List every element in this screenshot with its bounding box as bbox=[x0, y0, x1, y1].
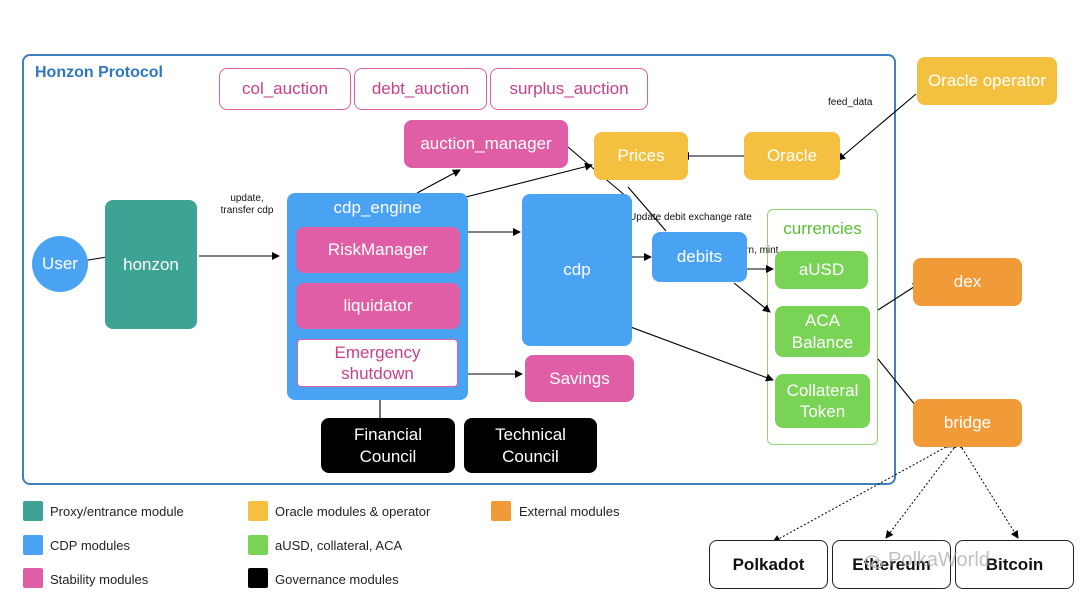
legend-swatch-cdp bbox=[23, 535, 43, 555]
node-emergency-shutdown[interactable]: Emergency shutdown bbox=[297, 339, 458, 387]
edge-operator-oracle bbox=[837, 93, 917, 161]
node-financial-council[interactable]: Financial Council bbox=[321, 418, 455, 473]
node-honzon[interactable]: honzon bbox=[105, 200, 197, 329]
node-technical-council[interactable]: Technical Council bbox=[464, 418, 597, 473]
edge-prices-debits bbox=[627, 186, 667, 232]
diagram-title: Honzon Protocol bbox=[35, 64, 163, 81]
node-cdp[interactable]: cdp bbox=[522, 194, 632, 346]
node-liquidator[interactable]: liquidator bbox=[296, 283, 460, 329]
node-aca-balance[interactable]: ACA Balance bbox=[775, 306, 870, 357]
edge-bridge-polkadot bbox=[772, 440, 955, 543]
edge-bridge-bitcoin bbox=[954, 439, 1019, 539]
node-debt-auction[interactable]: debt_auction bbox=[354, 68, 487, 110]
node-prices[interactable]: Prices bbox=[594, 132, 688, 180]
watermark-text: PolkaWorld bbox=[888, 549, 990, 571]
node-surplus-auction[interactable]: surplus_auction bbox=[490, 68, 648, 110]
legend-label-currencies: aUSD, collateral, ACA bbox=[275, 538, 403, 553]
node-auction-manager[interactable]: auction_manager bbox=[404, 120, 568, 168]
node-user[interactable]: User bbox=[32, 236, 88, 292]
node-bitcoin[interactable]: Bitcoin bbox=[955, 540, 1074, 589]
node-oracle[interactable]: Oracle bbox=[744, 132, 840, 180]
node-ausd[interactable]: aUSD bbox=[775, 251, 868, 289]
legend-label-proxy: Proxy/entrance module bbox=[50, 504, 184, 519]
edge-debits-aca bbox=[733, 282, 771, 313]
node-ethereum[interactable]: Ethereum bbox=[832, 540, 951, 589]
label-update-transfer: update, transfer cdp bbox=[220, 193, 274, 216]
legend-label-oracle: Oracle modules & operator bbox=[275, 504, 431, 519]
node-dex[interactable]: dex bbox=[913, 258, 1022, 306]
node-col-auction[interactable]: col_auction bbox=[219, 68, 351, 110]
legend-swatch-governance bbox=[248, 568, 268, 588]
legend-label-external: External modules bbox=[519, 504, 620, 519]
legend-label-governance: Governance modules bbox=[275, 572, 399, 587]
label-burn-mint: burn, mint bbox=[734, 245, 779, 256]
legend-swatch-external bbox=[491, 501, 511, 521]
node-polkadot[interactable]: Polkadot bbox=[709, 540, 828, 589]
legend-swatch-stability bbox=[23, 568, 43, 588]
legend-swatch-currencies bbox=[248, 535, 268, 555]
node-debits[interactable]: debits bbox=[652, 232, 747, 282]
currencies-label: currencies bbox=[783, 219, 862, 238]
chat-bubble-icon bbox=[864, 555, 883, 569]
honzon-protocol-frame bbox=[22, 54, 896, 485]
edge-engine-auction-manager bbox=[416, 169, 461, 194]
label-update-rate: Update debit exchange rate bbox=[629, 212, 752, 223]
node-bridge[interactable]: bridge bbox=[913, 399, 1022, 447]
legend-swatch-proxy bbox=[23, 501, 43, 521]
node-savings[interactable]: Savings bbox=[525, 355, 634, 402]
edge-engine-prices bbox=[465, 162, 593, 198]
node-collateral-token[interactable]: Collateral Token bbox=[775, 374, 870, 428]
label-feed-data: feed_data bbox=[828, 97, 873, 108]
node-oracle-operator[interactable]: Oracle operator bbox=[917, 57, 1057, 105]
legend-label-stability: Stability modules bbox=[50, 572, 149, 587]
cdp-engine-label: cdp_engine bbox=[333, 198, 422, 217]
edge-bridge-ethereum bbox=[885, 440, 962, 539]
node-risk-manager[interactable]: RiskManager bbox=[296, 227, 460, 273]
edge-cdp-collateral bbox=[627, 325, 774, 382]
legend-label-cdp: CDP modules bbox=[50, 538, 130, 553]
legend-swatch-oracle bbox=[248, 501, 268, 521]
